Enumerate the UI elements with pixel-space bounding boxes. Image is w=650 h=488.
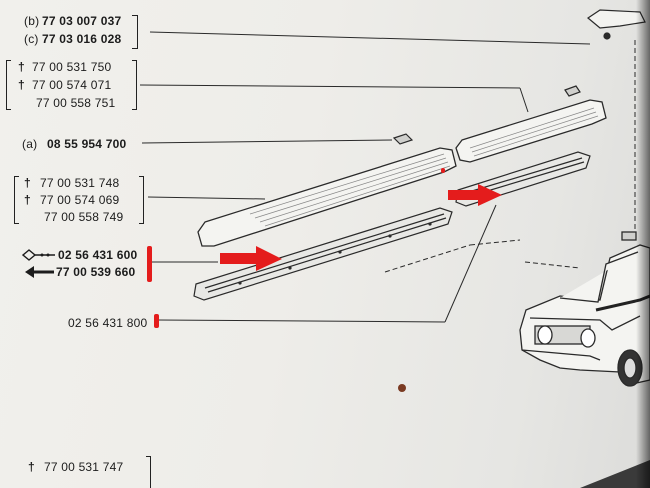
group1-line2: 77 00 574 071 (32, 78, 112, 92)
filled-arrow-icon (25, 266, 54, 278)
red-arrow-front (220, 246, 282, 271)
ref-a-number: 08 55 954 700 (47, 137, 127, 151)
cross-icon: † (24, 193, 31, 207)
leader-line-a (141, 139, 393, 144)
bracket-bc (132, 15, 138, 49)
paper-stain (398, 384, 406, 392)
bracket-group2-right (139, 176, 144, 224)
cross-icon: † (28, 460, 35, 474)
red-arrow-rear (448, 184, 502, 206)
bracket-group1-left (6, 60, 11, 110)
ref-a-prefix: (a) (22, 137, 38, 151)
cross-icon: † (18, 60, 25, 74)
bracket-group1-right (132, 60, 137, 110)
sill-ref-1: 02 56 431 600 (58, 248, 138, 262)
ref-c-prefix: (c) (24, 32, 39, 46)
group2-line1: 77 00 531 748 (40, 176, 120, 190)
bracket-group2-left (14, 176, 19, 224)
red-marker-sill1 (147, 246, 152, 282)
red-dot (441, 168, 445, 173)
page-edge-shadow (636, 0, 650, 488)
red-marker-sill3 (154, 314, 159, 328)
bottom-ref: 77 00 531 747 (44, 460, 124, 474)
ref-c-number: 77 03 016 028 (42, 32, 122, 46)
bracket-bottom (146, 456, 151, 488)
group1-line1: 77 00 531 750 (32, 60, 112, 74)
sill-ref-3: 02 56 431 800 (68, 316, 148, 330)
cross-icon: † (18, 78, 25, 92)
front-moulding (197, 147, 457, 247)
leader-line-sill3 (157, 319, 446, 323)
leader-line-group1 (139, 84, 521, 89)
page-edge-dark (580, 460, 650, 488)
red-arrows (220, 184, 502, 271)
group2-line3: 77 00 558 749 (44, 210, 124, 224)
leader-line-b (149, 31, 591, 45)
ref-b-prefix: (b) (24, 14, 40, 28)
sill-strip-front (193, 207, 453, 301)
group1-line3: 77 00 558 751 (36, 96, 116, 110)
group2-line2: 77 00 574 069 (40, 193, 120, 207)
clip-part (392, 133, 414, 145)
rear-moulding (455, 99, 607, 163)
car-illustration (519, 231, 650, 387)
leader-line-group2 (147, 196, 266, 200)
sill-ref-2: 77 00 539 660 (56, 265, 136, 279)
ref-b-number: 77 03 007 037 (42, 14, 122, 28)
open-arrow-icon (22, 249, 55, 261)
cross-icon: † (24, 176, 31, 190)
